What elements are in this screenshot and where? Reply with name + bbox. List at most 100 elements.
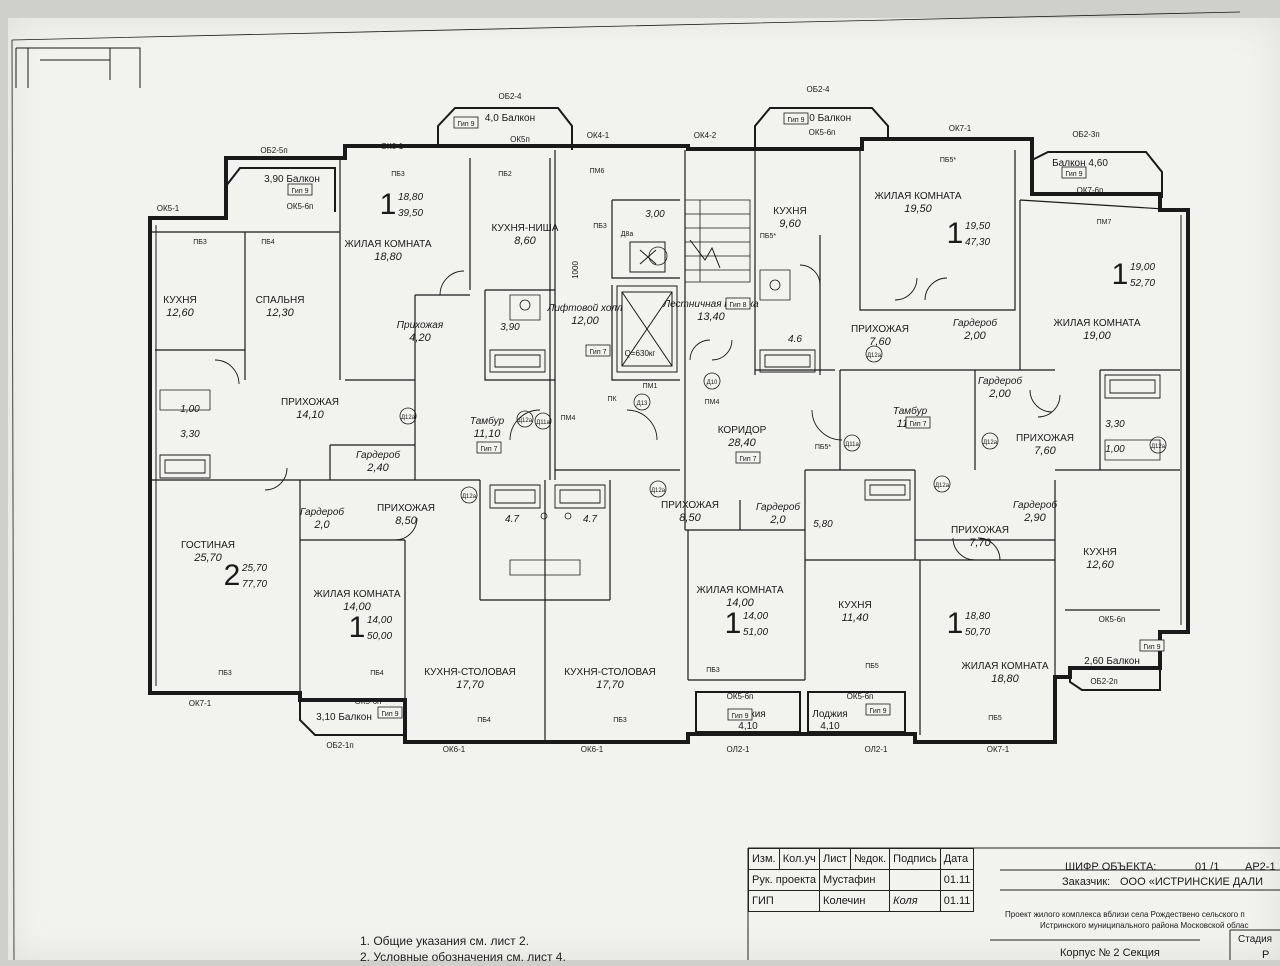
general-notes: 1. Общие указания см. лист 2. 2. Условны… <box>360 934 566 966</box>
room-area: 7,60 <box>1034 445 1056 457</box>
window-mark: ОБ2-5п <box>260 146 287 155</box>
room-name: Гардероб <box>978 375 1022 387</box>
bath-area: 4.7 <box>583 514 597 525</box>
room-name: Гардероб <box>1013 499 1057 511</box>
room-name: ЖИЛАЯ КОМНАТА <box>1053 318 1140 329</box>
element-tag: ПБ3 <box>218 670 232 677</box>
apartment-total-area: 52,70 <box>1130 278 1155 289</box>
room-area: 12,00 <box>571 315 599 327</box>
window-mark: ОК6-1 <box>443 745 466 754</box>
apartment-living-area: 25,70 <box>241 563 267 574</box>
type-tag: Гип 7 <box>590 349 607 356</box>
element-tag: ПБ4 <box>370 670 384 677</box>
rev-header: №док. <box>849 848 891 870</box>
room-name: КУХНЯ <box>1083 547 1116 558</box>
window-mark: ОК5-1 <box>157 204 180 213</box>
apartment-total-area: 50,00 <box>367 631 392 642</box>
room-area: 19,00 <box>1083 330 1111 342</box>
room-area: 19,50 <box>904 203 932 215</box>
room-area: 11,40 <box>842 612 870 624</box>
apartment-room-count: 1 <box>380 188 397 221</box>
apartment-room-count: 2 <box>224 559 241 592</box>
door-tag-circle <box>981 432 999 450</box>
room-name: Гардероб <box>356 449 400 461</box>
room-area: 2,90 <box>1023 512 1046 524</box>
room-name: ПРИХОЖАЯ <box>851 324 909 335</box>
type-tag: Гип 7 <box>481 446 498 453</box>
balcony-label: 2,60 Балкон <box>1084 656 1140 667</box>
room-area: 14,00 <box>726 597 754 609</box>
room-name: СПАЛЬНЯ <box>256 295 305 306</box>
room-name: КУХНЯ <box>163 295 196 306</box>
element-tag: ПК <box>607 396 617 403</box>
type-tag-box <box>585 344 611 357</box>
room-area: 2,0 <box>769 514 786 526</box>
door-tag: Д11а <box>845 442 859 448</box>
room-area: 8,50 <box>679 512 701 524</box>
type-tag-box <box>1061 166 1087 179</box>
room-area: 4,20 <box>409 332 431 344</box>
room-name: КУХНЯ <box>838 600 871 611</box>
window-mark: ОК6-1 <box>581 745 604 754</box>
type-tag-box <box>735 451 761 464</box>
room-area: 12,30 <box>266 307 294 319</box>
element-tag: Д8а <box>621 231 634 238</box>
type-tag-box <box>453 116 479 129</box>
apartment-living-area: 18,80 <box>398 192 423 203</box>
door-tag-circle <box>516 410 534 428</box>
apartment-room-count: 1 <box>947 217 964 250</box>
type-tag: Гип 9 <box>1066 171 1083 178</box>
door-tag-circle <box>703 372 721 390</box>
window-mark: ОБ2-4 <box>498 92 522 101</box>
room-name: ЖИЛАЯ КОМНАТА <box>313 589 400 600</box>
element-tag: ПБ5* <box>760 233 777 240</box>
window-mark: ОК5-6п <box>287 202 314 211</box>
bath-area: 1,00 <box>180 404 200 415</box>
door-tag-circle <box>633 393 651 411</box>
balcony-label: Балкон 4,60 <box>1052 158 1108 169</box>
room-name: ПРИХОЖАЯ <box>281 397 339 408</box>
type-tag: Гип 7 <box>910 421 927 428</box>
type-tag-box <box>865 703 891 716</box>
balcony-label: 3,10 Балкон <box>316 712 372 723</box>
dimension-label: 1000 <box>571 261 580 279</box>
element-tag: ПБ4 <box>477 717 491 724</box>
type-tag: Гип 9 <box>1144 644 1161 651</box>
type-tag: Гип 7 <box>740 456 757 463</box>
room-area: 8,60 <box>514 235 536 247</box>
room-area: 2,40 <box>366 462 389 474</box>
bath-area: 4.7 <box>505 514 519 525</box>
apartment-total-area: 47,30 <box>965 237 990 248</box>
room-name: Гардероб <box>756 501 800 513</box>
type-tag-box <box>1139 639 1165 652</box>
room-area: 12,60 <box>166 307 194 319</box>
apartment-total-area: 50,70 <box>965 627 990 638</box>
room-name: ЖИЛАЯ КОМНАТА <box>344 239 431 250</box>
window-mark: ОБ2-2п <box>1090 677 1117 686</box>
room-name: Гардероб <box>953 317 997 329</box>
door-tag: Д12а <box>401 415 416 421</box>
window-mark: ОК7-1 <box>189 699 212 708</box>
room-area: 9,60 <box>779 218 801 230</box>
room-area: 2,00 <box>988 388 1011 400</box>
rev-sign: Коля <box>889 890 941 912</box>
window-mark: ОК4-1 <box>587 131 610 140</box>
door-tag: Д12а <box>1151 444 1166 450</box>
type-tag-box <box>727 708 753 721</box>
window-mark: ОК7-6п <box>1077 186 1104 195</box>
element-tag: ПБ5* <box>940 157 957 164</box>
room-name: КУХНЯ-СТОЛОВАЯ <box>564 667 656 678</box>
element-tag: ПБ3 <box>193 239 207 246</box>
apartment-total-area: 51,00 <box>743 627 768 638</box>
apartment-room-count: 1 <box>725 607 742 640</box>
room-name: Прихожая <box>397 320 444 331</box>
element-tag: ПБ5 <box>865 663 879 670</box>
rev-header: Дата <box>939 848 975 870</box>
type-tag: Гип 9 <box>732 713 749 720</box>
rev-date: 01.11 <box>939 869 975 891</box>
room-name: Тамбур <box>470 415 505 427</box>
window-mark: ОК7-1 <box>949 124 972 133</box>
lift-capacity: Q=630кг <box>625 349 656 358</box>
apartment-total-area: 77,70 <box>242 579 267 590</box>
